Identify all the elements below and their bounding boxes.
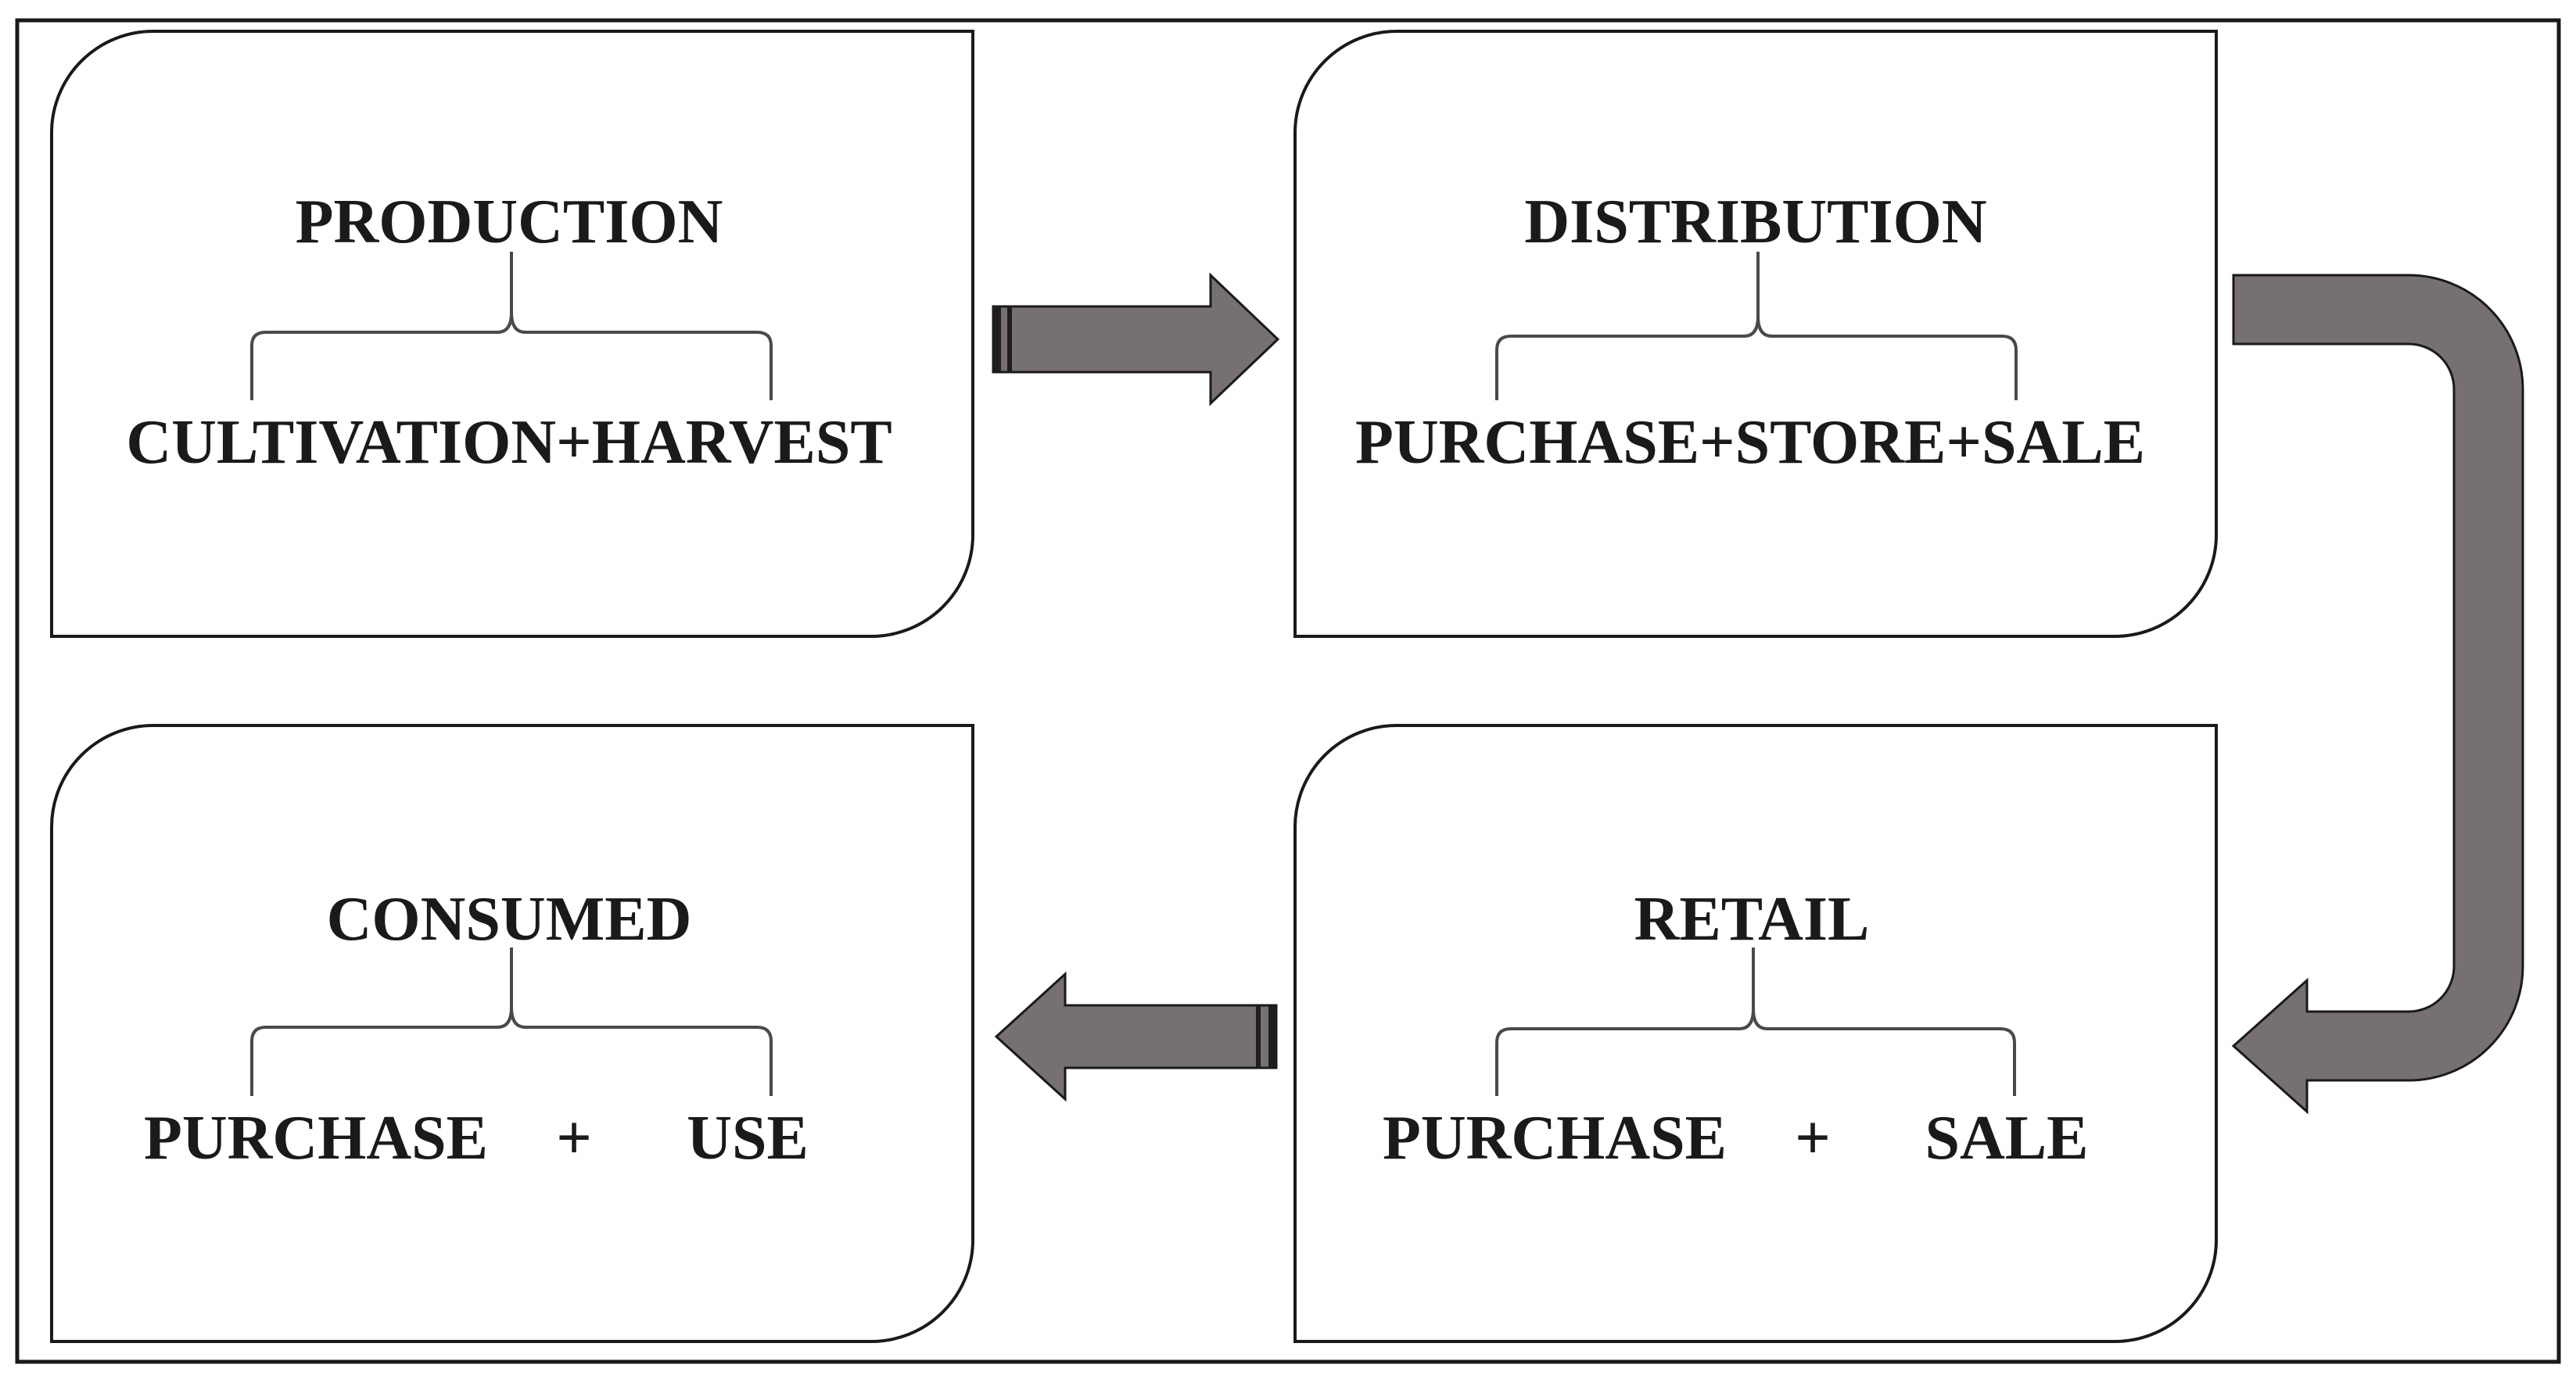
consumed-box-outline [50,724,974,1343]
production-box-outline [50,30,974,638]
consumed-box: CONSUMED PURCHASE + USE [50,724,974,1343]
retail-box-outline [1293,724,2218,1343]
arrow-production-to-distribution [992,272,1280,407]
production-box: PRODUCTION CULTIVATION+HARVEST [50,30,974,638]
distribution-box: DISTRIBUTION PURCHASE+STORE+SALE [1293,30,2218,638]
outer-frame [15,18,2561,1364]
retail-part-b: SALE [1925,1104,2089,1173]
production-title: PRODUCTION [296,188,723,256]
retail-plus: + [1795,1104,1831,1173]
arrow-retail-to-consumed [994,971,1278,1102]
production-brace [250,252,773,400]
distribution-detail: PURCHASE+STORE+SALE [1355,408,2145,477]
arrow-distribution-to-retail [2231,274,2524,1115]
consumed-brace [250,947,773,1096]
production-detail: CULTIVATION+HARVEST [126,408,892,477]
consumed-part-a: PURCHASE [144,1104,488,1173]
consumed-title: CONSUMED [327,885,692,954]
consumed-part-b: USE [687,1104,809,1173]
retail-brace [1495,947,2016,1096]
retail-box: RETAIL PURCHASE + SALE [1293,724,2218,1343]
retail-title: RETAIL [1634,885,1870,954]
distribution-box-outline [1293,30,2218,638]
retail-part-a: PURCHASE [1383,1104,1727,1173]
distribution-title: DISTRIBUTION [1524,188,1986,256]
distribution-brace [1495,252,2018,400]
consumed-plus: + [556,1104,592,1173]
